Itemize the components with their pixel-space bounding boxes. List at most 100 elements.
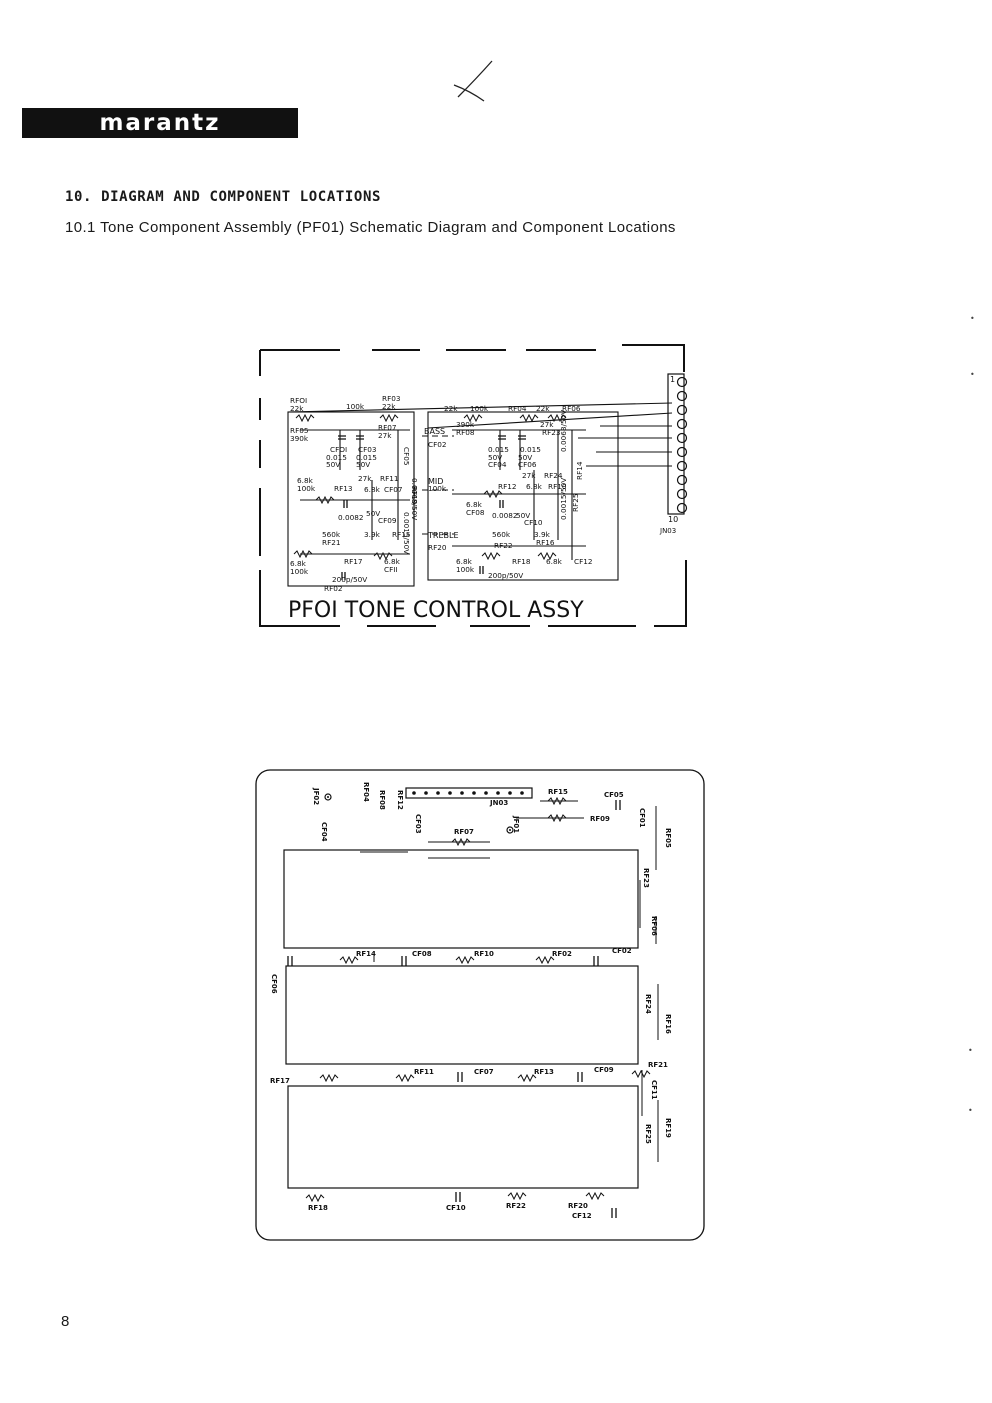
- schematic-vertical-labels: CF05 0.0068/50V 0.0015/50V RF19 0.0068/5…: [402, 410, 584, 555]
- board-label-cf04: CF04: [320, 822, 328, 842]
- brand-logo-text: marantz: [99, 110, 221, 136]
- label-rf21: 3.9k: [364, 530, 381, 539]
- label-100k: 100k: [346, 402, 365, 411]
- margin-mark: •: [970, 370, 975, 379]
- board-label-rf21: RF21: [648, 1061, 668, 1069]
- connector-label: JN03: [659, 527, 676, 535]
- board-resistors: [305, 796, 651, 1203]
- label-rf16-value: 100k: [456, 565, 475, 574]
- label-rf03: RF03: [382, 394, 401, 403]
- label-100k-4: RF04: [508, 404, 527, 413]
- label-treble: TREBLE: [427, 531, 459, 540]
- pin-10-label: 10: [668, 515, 678, 524]
- board-label-rf25: RF25: [644, 1124, 652, 1144]
- margin-mark: •: [968, 1046, 973, 1055]
- label-cf02-voltage: CF04: [488, 460, 507, 469]
- label-rf09: 6.8k: [297, 476, 314, 485]
- label-rf11-value: CF07: [384, 485, 403, 494]
- board-label-rf02: RF02: [552, 950, 572, 958]
- label-cf01: CFOI: [330, 445, 347, 454]
- label-cf09: 0.0015/50V: [402, 512, 411, 554]
- label-rf17: 6.8k: [384, 557, 401, 566]
- label-cf04-value: 50V: [518, 453, 532, 462]
- board-label-jf01: JF01: [512, 815, 520, 833]
- label-cf11: 200p/50V: [332, 575, 367, 584]
- board-label-cf02: CF02: [612, 947, 632, 955]
- assembly-label: PFOI TONE CONTROL ASSY: [288, 598, 584, 623]
- label-rf14: 27k: [522, 471, 536, 480]
- board-label-rf18: RF18: [308, 1204, 328, 1212]
- label-cf03: CF03: [358, 445, 377, 454]
- circuit-wiring: [287, 402, 673, 587]
- board-label-cf10: CF10: [446, 1204, 466, 1212]
- jn03-header: [405, 787, 533, 799]
- label-rf04: 22k: [536, 404, 550, 413]
- label-rf05: RF05: [290, 426, 309, 435]
- label-rf12-value: RF10: [548, 482, 567, 491]
- board-label-rf20: RF20: [568, 1202, 588, 1210]
- board-label-cf01: CF01: [638, 808, 646, 828]
- label-mid: MID: [428, 477, 443, 486]
- schematic-labels: RFOI 22k RF03 100k 22k RF05 390k RF07 27…: [290, 394, 593, 593]
- label-cf05: CF05: [402, 447, 411, 466]
- board-label-cf05: CF05: [604, 791, 624, 799]
- board-blocks: [283, 849, 639, 1189]
- connector-jn03: 1 10 JN03: [659, 373, 688, 535]
- label-cf04: 0.015: [520, 445, 541, 454]
- label-cf03-value: 0.015: [356, 453, 377, 462]
- board-label-rf16: RF16: [664, 1014, 672, 1034]
- board-label-rf14: RF14: [356, 950, 376, 958]
- label-rf18-value: CF12: [574, 557, 593, 566]
- board-label-rf24: RF24: [644, 994, 652, 1014]
- label-cf06: 0.0068/50V: [559, 410, 568, 452]
- label-rf22: 3.9k: [534, 530, 551, 539]
- brand-logo: marantz: [22, 108, 298, 138]
- board-label-jf02: JF02: [312, 787, 320, 805]
- label-rf23: CF02: [428, 440, 447, 449]
- label-rf01-value: 22k: [290, 404, 304, 413]
- label-rf01: RFOI: [290, 396, 307, 405]
- label-rf17-value: CFII: [384, 565, 398, 574]
- assembly-outline: [259, 344, 687, 627]
- section-title: 10. DIAGRAM AND COMPONENT LOCATIONS: [65, 189, 382, 205]
- label-rf11: 6.8k: [364, 485, 381, 494]
- board-capacitors: [287, 800, 621, 1218]
- label-rf05-value: 390k: [290, 434, 309, 443]
- label-rf21-value: RF15: [392, 530, 411, 539]
- board-traces: [360, 800, 659, 1162]
- label-cf08-voltage: CF10: [524, 518, 543, 527]
- board-label-rf11: RF11: [414, 1068, 434, 1076]
- label-100k-5: RF12: [498, 482, 517, 491]
- board-label-cf11: CF11: [650, 1080, 658, 1100]
- label-rf07: RF07: [378, 423, 397, 432]
- capacitor-symbols: [338, 435, 526, 580]
- label-cf08-value: 50V: [516, 511, 530, 520]
- handwritten-check-mark: [453, 60, 493, 102]
- board-labels: JF02 RF04 RF08 RF12 JN03 RF15 CF05 CF04 …: [270, 782, 672, 1220]
- board-label-rf15: RF15: [548, 788, 568, 796]
- board-label-rf17: RF17: [270, 1077, 290, 1085]
- label-rf25: RF20: [428, 543, 447, 552]
- label-cf05-value: 0.0068/50V: [410, 478, 419, 520]
- label-cf08: 0.0082: [492, 511, 518, 520]
- margin-mark: •: [968, 1106, 973, 1115]
- label-rf24: 100k: [428, 484, 447, 493]
- label-cf11-value: RF02: [324, 584, 343, 593]
- label-100k-2: RF13: [334, 484, 353, 493]
- label-rf02: 22k: [444, 404, 458, 413]
- schematic-diagram: 1 10 JN03 RFOI 22k RF03 100k 22k RF05 39…: [259, 344, 688, 627]
- label-rf08-value: RF23: [542, 428, 561, 437]
- label-rf10: 6.8k: [466, 500, 483, 509]
- board-label-rf19: RF19: [664, 1118, 672, 1138]
- label-rf12: 6.8k: [526, 482, 543, 491]
- board-label-cf06: CF06: [270, 974, 278, 994]
- label-cf07-value: 50V: [366, 509, 380, 518]
- label-rf16: 6.8k: [456, 557, 473, 566]
- label-100k-3: RF17: [344, 557, 363, 566]
- board-label-rf22: RF22: [506, 1202, 526, 1210]
- label-cf03-voltage: 50V: [356, 460, 370, 469]
- label-rf18: 6.8k: [546, 557, 563, 566]
- label-rf19: 560k: [322, 530, 341, 539]
- board-label-rf05: RF05: [664, 828, 672, 848]
